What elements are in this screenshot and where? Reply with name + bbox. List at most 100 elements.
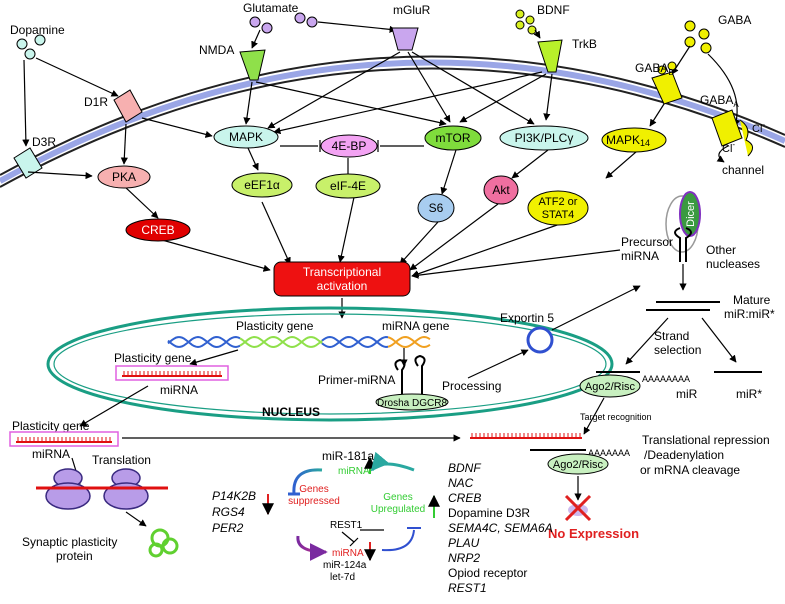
strand-selection-2: selection	[654, 343, 701, 357]
mir124a-label: miR-124a	[323, 560, 367, 571]
svg-text:GABAA: GABAA	[700, 93, 739, 109]
svg-text:GABAB: GABAB	[635, 61, 674, 77]
d1r-receptor: D1R	[84, 89, 143, 123]
transcription-box: Transcriptional activation	[273, 261, 411, 297]
precursor-label-1: Precursor	[621, 235, 673, 249]
cyto-plasticity-label: Plasticity gene	[12, 419, 90, 433]
nucleus-plasticity-label: Plasticity gene	[114, 351, 192, 365]
let7d-label: let-7d	[330, 572, 355, 583]
gabab-receptor: GABAB	[635, 61, 683, 105]
mapk14-node: MAPK14	[601, 127, 667, 153]
repression-label-3: or mRNA cleavage	[640, 463, 740, 477]
atf2-label-2: STAT4	[542, 209, 575, 221]
loop-mirna-bottom: miRNA	[332, 548, 364, 559]
ligand-arrows	[22, 21, 741, 147]
synaptic-protein-2: protein	[56, 549, 93, 563]
cytoplasm-mrna: Plasticity gene miRNA	[9, 419, 119, 461]
mtor-node: mTOR	[424, 125, 482, 151]
mtor-label: mTOR	[435, 131, 470, 145]
dicer-label: Dicer	[685, 201, 697, 227]
genes-upregulated-2: Upregulated	[371, 504, 425, 515]
creb-label: CREB	[141, 223, 174, 237]
upregulated-gene-item: Dopamine D3R	[448, 506, 530, 520]
no-expression: No Expression	[548, 476, 639, 541]
primer-mirna: Primer-miRNA Drosha DGCR8 Processing	[318, 354, 501, 411]
d3r-receptor: D3R	[13, 135, 56, 179]
strand-selection-1: Strand	[654, 329, 689, 343]
rest1-label: REST1	[330, 520, 363, 531]
pi3k-node: PI3K/PLCγ	[499, 125, 589, 151]
ago-top: Ago2/Risc AAAAAAAA miR miR* Target recog…	[579, 371, 762, 422]
d3r-label: D3R	[32, 135, 56, 149]
mapk14-subscript: 14	[640, 138, 650, 148]
svg-text:MAPK14: MAPK14	[606, 133, 650, 148]
repression-label-1: Translational repression	[642, 433, 770, 447]
pathway-arrows	[27, 51, 665, 279]
pi3k-label: PI3K/PLCγ	[515, 131, 574, 145]
mature-label-1: Mature	[733, 293, 771, 307]
dopamine-ligand: Dopamine	[10, 23, 65, 60]
fourebp-node: 4E-BP	[320, 134, 378, 158]
suppressed-gene-item: RGS4	[212, 505, 245, 519]
mapk-node: MAPK	[213, 125, 279, 149]
nucleus: NUCLEUS	[46, 306, 614, 422]
akt-label: Akt	[492, 183, 510, 197]
dna-helix	[167, 335, 431, 349]
suppressed-gene-item: P14K2B	[212, 489, 256, 503]
ago-bottom-tail: AAAAAAA	[588, 448, 630, 458]
gabab-label: GABA	[635, 61, 668, 75]
mature-duplex: Mature miR:miR*	[646, 293, 775, 321]
atf2-label-1: ATF2 or	[539, 196, 578, 208]
other-nucleases-2: nucleases	[706, 257, 760, 271]
ago-bottom-label: Ago2/Risc	[553, 459, 604, 471]
mapk-label: MAPK	[229, 130, 263, 144]
nucleus-arrows	[79, 285, 641, 427]
transcription-label-2: activation	[317, 279, 368, 293]
bdnf-ligand: BDNF	[515, 3, 570, 35]
mirna-feedback-loop: miR-181a miRNA Genes suppressed Genes Up…	[288, 449, 440, 583]
target-mrna: AAAAAAA Ago2/Risc Translational repressi…	[470, 433, 770, 477]
synaptic-protein: Synaptic plasticity protein	[22, 528, 179, 563]
fourebp-label: 4E-BP	[332, 139, 367, 153]
cl-channel-sup: -	[762, 120, 765, 129]
genes-suppressed-1: Genes	[299, 484, 328, 495]
precursor-label-2: miRNA	[621, 249, 659, 263]
transcription-label-1: Transcriptional	[303, 265, 381, 279]
upregulated-gene-item: NRP2	[448, 551, 480, 565]
gaba-ligand: GABA	[684, 13, 751, 54]
mir181a-label: miR-181a	[322, 449, 374, 463]
mir-star-label: miR*	[736, 387, 762, 401]
bdnf-label: BDNF	[537, 3, 570, 17]
nucleus-mrna: Plasticity gene miRNA	[114, 351, 229, 397]
exportin-label: Exportin 5	[500, 311, 554, 325]
processing-label: Processing	[442, 379, 501, 393]
mapk14-label: MAPK	[606, 133, 640, 147]
repression-label-2: /Deadenylation	[644, 448, 724, 462]
upregulated-gene-item: CREB	[448, 491, 481, 505]
ribosomes	[36, 468, 168, 510]
cl-inner-sup: -	[732, 140, 735, 149]
target-recognition-label: Target recognition	[580, 412, 652, 422]
ago-top-tail: AAAAAAAA	[642, 374, 690, 384]
nmda-label: NMDA	[199, 43, 234, 57]
gabaa-subscript: A	[733, 100, 739, 109]
loop-mirna-top: miRNA	[338, 466, 370, 477]
genes-upregulated-1: Genes	[383, 492, 412, 503]
mir-label: miR	[676, 387, 698, 401]
cl-channel-label: Cl	[752, 123, 762, 135]
upregulated-gene-item: NAC	[448, 476, 474, 490]
mglur-label: mGluR	[393, 3, 431, 17]
eef1a-label: eEF1α	[244, 178, 280, 192]
eef1a-node: eEF1α	[231, 172, 293, 198]
eif4e-node: eIF-4E	[315, 173, 381, 199]
pka-node: PKA	[97, 165, 151, 189]
genes-suppressed-2: suppressed	[288, 496, 340, 507]
gabaa-receptor: GABAA Cl- Cl- channel	[700, 93, 765, 177]
suppressed-gene-item: PER2	[212, 521, 244, 535]
d1r-label: D1R	[84, 95, 108, 109]
upregulated-gene-item: BDNF	[448, 461, 481, 475]
dicer-complex: Dicer Precursor miRNA Other nucleases	[621, 191, 760, 271]
gabaa-label: GABA	[700, 93, 733, 107]
upregulated-gene-item: REST1	[448, 581, 487, 595]
